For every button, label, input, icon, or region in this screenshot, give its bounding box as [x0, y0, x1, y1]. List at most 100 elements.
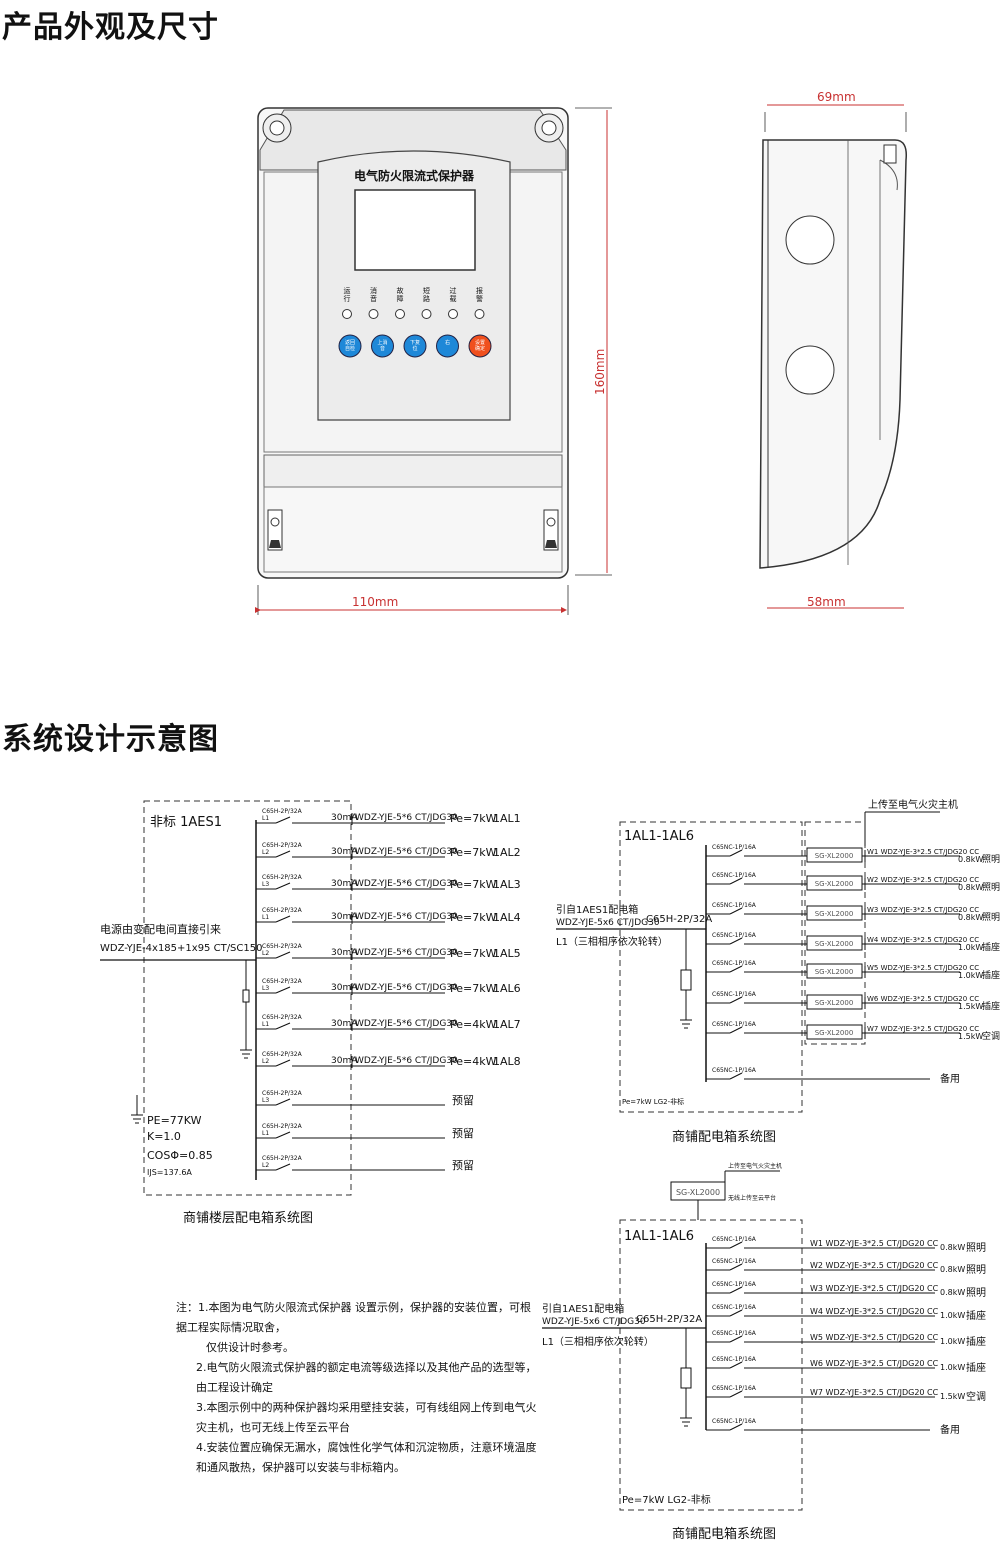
- rb-caption: 商铺配电箱系统图: [672, 1526, 776, 1542]
- breaker-switch-icon: [729, 1335, 743, 1343]
- panel-button[interactable]: [436, 334, 459, 358]
- breaker-switch-icon: [275, 986, 291, 994]
- branch-breaker-label: C65NC-1P/16A: [712, 1236, 757, 1243]
- left-breaker-label: C65H-2P/32A: [262, 1090, 303, 1097]
- left-breaker-label: C65H-2P/32A: [262, 1051, 303, 1058]
- left-rcd-label: 30mA: [331, 813, 358, 823]
- rt-source-line2: WDZ-YJE-5x6 CT/JDG30: [556, 918, 660, 928]
- branch-power-label: 1.5kW: [958, 1002, 983, 1011]
- sg-module-label: SG-XL2000: [815, 852, 854, 860]
- dim-depth-top-label: 69mm: [817, 90, 856, 104]
- branch-power-label: 0.8kW: [940, 1243, 965, 1252]
- indicator-led-icon: [474, 309, 485, 319]
- branch-cable-label: W3 WDZ-YJE-3*2.5 CT/JDG20 CC: [867, 906, 979, 914]
- left-pe: PE=77KW: [147, 1114, 202, 1127]
- left-caption: 商铺楼层配电箱系统图: [183, 1210, 313, 1226]
- branch-cable-label: W1 WDZ-YJE-3*2.5 CT/JDG20 CC: [867, 848, 979, 856]
- branch-power-label: 1.0kW: [940, 1337, 965, 1346]
- left-cable-label: WDZ-YJE-5*6 CT/JDG30: [355, 983, 458, 993]
- mount-clip-left: [267, 509, 283, 551]
- left-cable-label: WDZ-YJE-5*6 CT/JDG30: [355, 1019, 458, 1029]
- breaker-switch-icon: [729, 937, 743, 945]
- indicator-label: 故障: [397, 286, 404, 303]
- panel-button-label: 返回自检: [345, 339, 355, 352]
- branch-breaker-label: C65NC-1P/16A: [712, 1067, 757, 1074]
- dim-depth-bottom-label: 58mm: [807, 595, 846, 609]
- left-cable-label: WDZ-YJE-5*6 CT/JDG30: [355, 1056, 458, 1066]
- left-phase-label: L1: [262, 914, 269, 921]
- left-circuit-id: 1AL6: [493, 982, 521, 995]
- note-line: 2.电气防火限流式保护器的额定电流等级选择以及其他产品的选型等，由工程设计确定: [196, 1361, 537, 1394]
- left-phase-label: L2: [262, 1162, 269, 1169]
- left-circuit-id: 1AL1: [493, 812, 521, 825]
- left-phase-label: L3: [262, 985, 269, 992]
- left-breaker-label: C65H-2P/32A: [262, 874, 303, 881]
- left-circuit-id: 1AL2: [493, 846, 521, 859]
- left-breaker-label: C65H-2P/32A: [262, 1123, 303, 1130]
- breaker-switch-icon: [729, 849, 743, 857]
- branch-cable-label: W6 WDZ-YJE-3*2.5 CT/JDG20 CC: [867, 995, 979, 1003]
- knockout-hole-icon: [785, 215, 835, 265]
- left-cable-label: WDZ-YJE-5*6 CT/JDG30: [355, 813, 458, 823]
- breaker-switch-icon: [275, 1163, 291, 1171]
- rt-pe: Pe=7kW LG2-非标: [622, 1097, 684, 1106]
- breaker-switch-icon: [729, 1423, 743, 1431]
- left-power-label: Pe=7kW: [450, 812, 497, 825]
- branch-use-label: 照明: [966, 1264, 986, 1276]
- breaker-switch-icon: [729, 1072, 743, 1080]
- branch-breaker-label: C65NC-1P/16A: [712, 1330, 757, 1337]
- panel-button[interactable]: [338, 334, 362, 358]
- sg-module-label: SG-XL2000: [815, 910, 854, 918]
- left-rcd-label: 30mA: [331, 912, 358, 922]
- branch-breaker-label: C65NC-1P/16A: [712, 1356, 757, 1363]
- breaker-switch-icon: [729, 1361, 743, 1369]
- knockout-hole-icon: [785, 345, 835, 395]
- breaker-switch-icon: [275, 951, 291, 959]
- left-phase-label: L3: [262, 1097, 269, 1104]
- branch-power-label: 1.5kW: [940, 1392, 965, 1401]
- panel-button[interactable]: [468, 334, 492, 358]
- breaker-switch-icon: [729, 877, 743, 885]
- left-source-line2: WDZ-YJE-4x185+1x95 CT/SC150: [100, 943, 262, 954]
- panel-title: 电气防火限流式保护器: [354, 168, 475, 183]
- left-ijs: IJS=137.6A: [147, 1168, 192, 1177]
- rt-main-breaker: C65H-2P/32A: [646, 914, 712, 925]
- left-power-label: Pe=7kW: [450, 947, 497, 960]
- right-top-system-diagram: 1AL1-1AL6 上传至电气火灾主机 引自1AES1配电箱 WDZ-YJE-5…: [556, 798, 1000, 1145]
- left-cable-label: WDZ-YJE-5*6 CT/JDG30: [355, 879, 458, 889]
- panel-button[interactable]: [403, 334, 427, 358]
- branch-use-label: 空调: [966, 1390, 986, 1403]
- left-power-label: Pe=7kW: [450, 846, 497, 859]
- branch-use-label: 照明: [982, 912, 1000, 923]
- branch-use-label: 照明: [982, 854, 1000, 865]
- sg-module-label: SG-XL2000: [815, 880, 854, 888]
- rb-main-breaker: C65H-2P/32A: [636, 1314, 702, 1325]
- rb-pe: Pe=7kW LG2-非标: [622, 1494, 711, 1506]
- breaker-switch-icon: [275, 1098, 291, 1106]
- breaker-switch-icon: [729, 996, 743, 1004]
- sg-module-box: [806, 994, 863, 1010]
- branch-power-label: 0.8kW: [958, 913, 983, 922]
- branch-cable-label: W5 WDZ-YJE-3*2.5 CT/JDG20 CC: [810, 1333, 939, 1342]
- rb-upload2: 无线上传至云平台: [728, 1194, 776, 1202]
- breaker-switch-icon: [275, 1131, 291, 1139]
- branch-cable-label: W4 WDZ-YJE-3*2.5 CT/JDG20 CC: [867, 936, 979, 944]
- left-breaker-label: C65H-2P/32A: [262, 978, 303, 985]
- left-circuit-id: 1AL4: [493, 911, 521, 924]
- breaker-switch-icon: [275, 915, 291, 923]
- panel-button[interactable]: [371, 334, 394, 358]
- left-phase-label: L2: [262, 849, 269, 856]
- breaker-switch-icon: [729, 1263, 743, 1271]
- branch-power-label: 0.8kW: [940, 1288, 965, 1297]
- left-box-label: 非标 1AES1: [150, 815, 222, 830]
- left-k: K=1.0: [147, 1130, 181, 1143]
- note-line: 仅供设计时参考。: [206, 1341, 294, 1354]
- left-phase-label: L2: [262, 1058, 269, 1065]
- branch-cable-label: W2 WDZ-YJE-3*2.5 CT/JDG20 CC: [867, 876, 979, 884]
- indicator-led-icon: [368, 309, 379, 319]
- branch-power-label: 1.0kW: [940, 1311, 965, 1320]
- dim-height-label: 160mm: [593, 349, 607, 395]
- breaker-switch-icon: [729, 1390, 743, 1398]
